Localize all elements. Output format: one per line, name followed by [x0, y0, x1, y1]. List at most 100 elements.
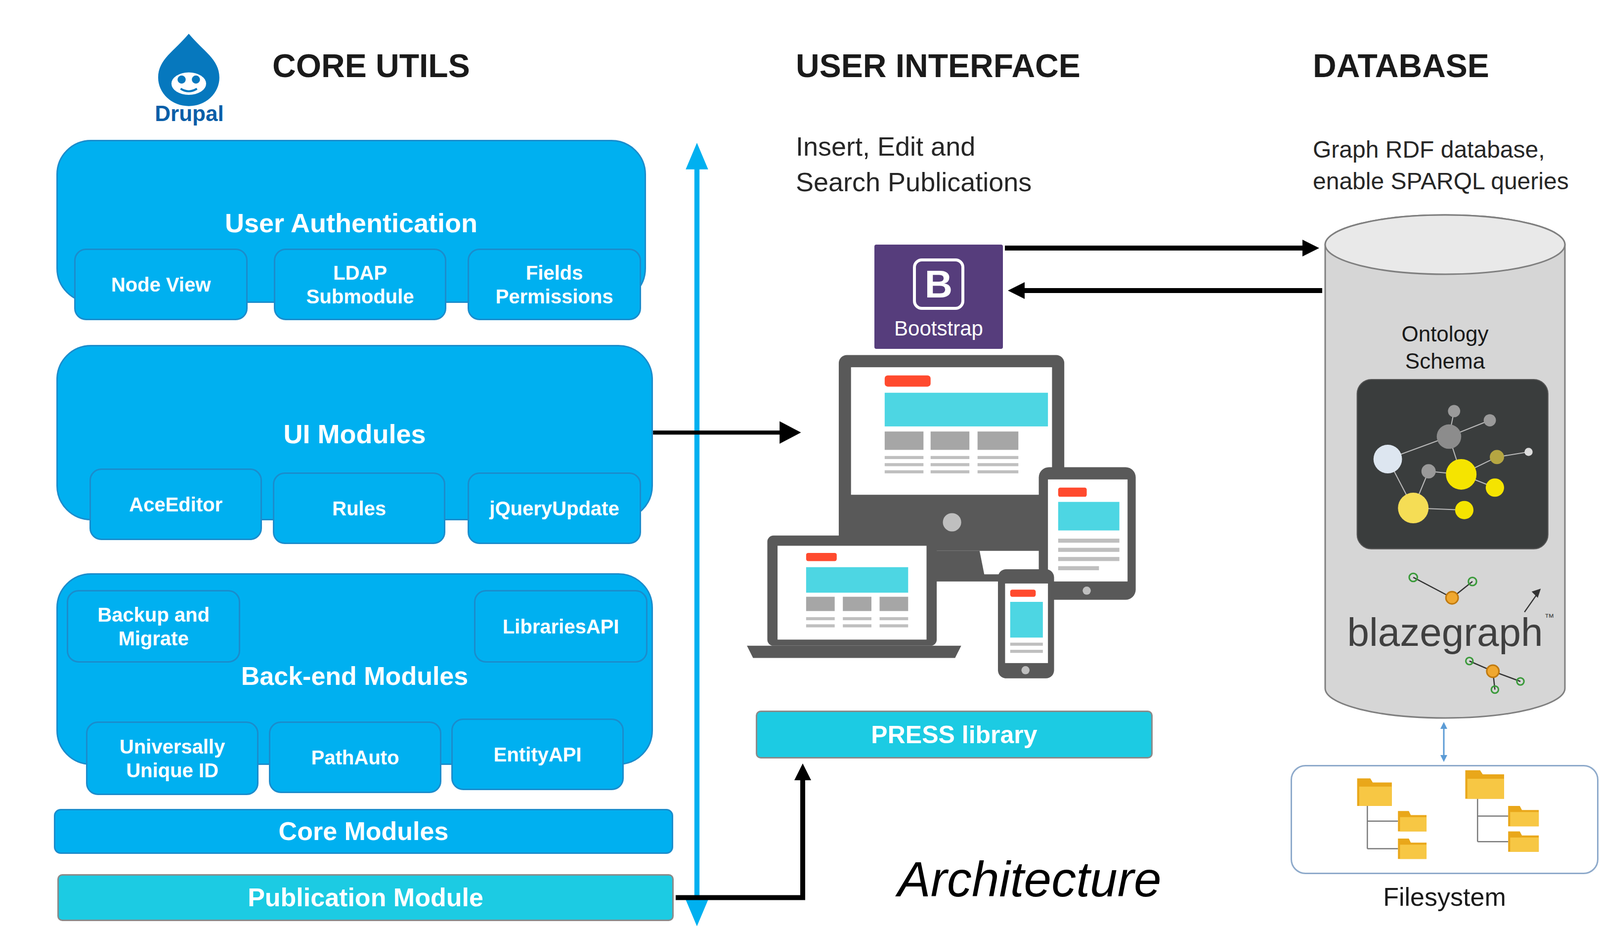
module-label: Rules	[283, 496, 435, 521]
filesystem-box: Filesystem	[1290, 765, 1599, 875]
folder-icon	[1397, 838, 1427, 860]
bar-label: Core Modules	[64, 816, 663, 847]
vertical-double-arrow	[685, 142, 708, 927]
ornament-dot	[1486, 665, 1500, 678]
ornament-arrowhead	[1531, 588, 1542, 599]
cylinder-body	[1325, 215, 1565, 719]
text-slot: ™	[1544, 612, 1555, 623]
section-note: Graph RDF database, enable SPARQL querie…	[1312, 133, 1596, 198]
label-slot: Insert, Edit and Search Publications	[795, 129, 1043, 201]
text-slot: Node View	[84, 272, 238, 297]
text-slot: Ontology Schema	[1373, 320, 1517, 375]
section-heading: USER INTERFACE	[795, 44, 1081, 88]
module-label: Fields Permissions	[477, 260, 631, 309]
module-label: LDAP Submodule	[284, 260, 436, 309]
text-slot: Backup and Migrate	[77, 603, 230, 651]
group-heading: Back-end Modules	[67, 660, 642, 692]
connector-arrow	[1443, 729, 1445, 756]
graph-vertex	[1483, 414, 1497, 427]
ornament-dot	[1445, 591, 1459, 605]
module-label: Backup and Migrate	[77, 603, 230, 651]
module-box: LDAP Submodule	[273, 248, 447, 321]
section-note: Insert, Edit and Search Publications	[795, 129, 1043, 201]
module-box: Rules	[272, 472, 446, 545]
module-label: Node View	[84, 272, 238, 297]
text-slot: UI Modules	[67, 418, 642, 451]
text-slot: Universally Unique ID	[96, 735, 249, 783]
bar-label: PRESS library	[766, 720, 1143, 750]
module-label: PathAuto	[279, 745, 432, 770]
graph-vertex	[1445, 459, 1477, 490]
module-box: AceEditor	[89, 468, 262, 541]
caption: Architecture	[897, 851, 1162, 909]
module-box: EntityAPI	[451, 718, 624, 791]
connector-arrow	[675, 780, 803, 899]
text-slot: jQueryUpdate	[477, 496, 631, 521]
label-slot: Graph RDF database, enable SPARQL querie…	[1312, 133, 1596, 198]
module-label: AceEditor	[99, 492, 252, 517]
folder-icons	[1290, 765, 1599, 875]
label-slot: CORE UTILS	[272, 44, 471, 88]
text-slot: PathAuto	[279, 745, 432, 770]
bootstrap-logo: B Bootstrap	[874, 244, 1003, 349]
database-text: Ontology Schema	[1373, 320, 1517, 375]
text-slot: User Authentication	[67, 207, 635, 240]
text-slot: Core Modules	[64, 816, 663, 847]
group-heading: User Authentication	[67, 207, 635, 240]
module-box: Backup and Migrate	[66, 590, 241, 663]
module-label: EntityAPI	[461, 742, 614, 767]
library-bar: PRESS library	[755, 710, 1153, 759]
database-text: ™	[1544, 612, 1555, 623]
laptop-icon	[746, 535, 962, 659]
text-slot: Bootstrap	[874, 316, 1003, 342]
graph-vertex	[1436, 424, 1462, 450]
module-box: Fields Permissions	[467, 248, 642, 321]
text-slot: AceEditor	[99, 492, 252, 517]
logo-text: B	[912, 258, 965, 310]
core-bar: Core Modules	[53, 809, 674, 855]
group-box: AceEditor Rules jQueryUpdate UI Modules	[56, 345, 653, 521]
text-slot: Filesystem	[1292, 882, 1598, 913]
module-label: LibrariesAPI	[484, 614, 638, 639]
tree-line	[1367, 848, 1398, 850]
phone-icon	[997, 569, 1055, 679]
text-slot: EntityAPI	[461, 742, 614, 767]
module-box: PathAuto	[268, 721, 442, 794]
tree-line	[1476, 798, 1478, 842]
text-slot: LDAP Submodule	[284, 260, 436, 309]
database-text: blazegraph	[1334, 610, 1557, 655]
folder-icon	[1508, 806, 1539, 827]
folder-icon	[1465, 770, 1504, 800]
logo-text: Bootstrap	[874, 316, 1003, 342]
bar-label: Publication Module	[67, 882, 664, 913]
ornament-dot	[1491, 686, 1499, 693]
logo-name: Drupal	[154, 99, 224, 129]
ui-arrow	[652, 421, 801, 444]
graph-vertex	[1397, 492, 1429, 524]
ornament-dot	[1466, 657, 1473, 665]
database-cylinder: Ontology Schema blazegraph™	[1324, 214, 1566, 720]
label-slot: USER INTERFACE	[795, 44, 1081, 88]
text-slot: Rules	[283, 496, 435, 521]
group-box: Node ViewLDAP SubmoduleFields Permission…	[56, 139, 647, 303]
folder-icon	[1357, 778, 1392, 807]
module-label: Universally Unique ID	[96, 735, 249, 783]
ornament-dot	[1468, 577, 1477, 586]
text-slot: LibrariesAPI	[484, 614, 638, 639]
ornament-dot	[1409, 573, 1418, 582]
tree-line	[1366, 806, 1368, 850]
filesystem-label: Filesystem	[1292, 882, 1598, 913]
text-slot: Back-end Modules	[67, 660, 642, 692]
tree-line	[1477, 841, 1509, 843]
tree-line	[1477, 815, 1509, 817]
graph-vertex	[1373, 444, 1403, 474]
folder-icon	[1397, 811, 1427, 832]
group-box: Backup and MigrateLibrariesAPIUniversall…	[56, 573, 653, 766]
tree-line	[1367, 821, 1398, 822]
module-box: Universally Unique ID	[86, 721, 259, 796]
section-heading: DATABASE	[1312, 44, 1490, 88]
text-slot: PRESS library	[766, 720, 1143, 750]
graph-vertex	[1455, 501, 1474, 520]
ornament-dot	[1516, 678, 1524, 686]
graph-vertex	[1421, 464, 1436, 479]
